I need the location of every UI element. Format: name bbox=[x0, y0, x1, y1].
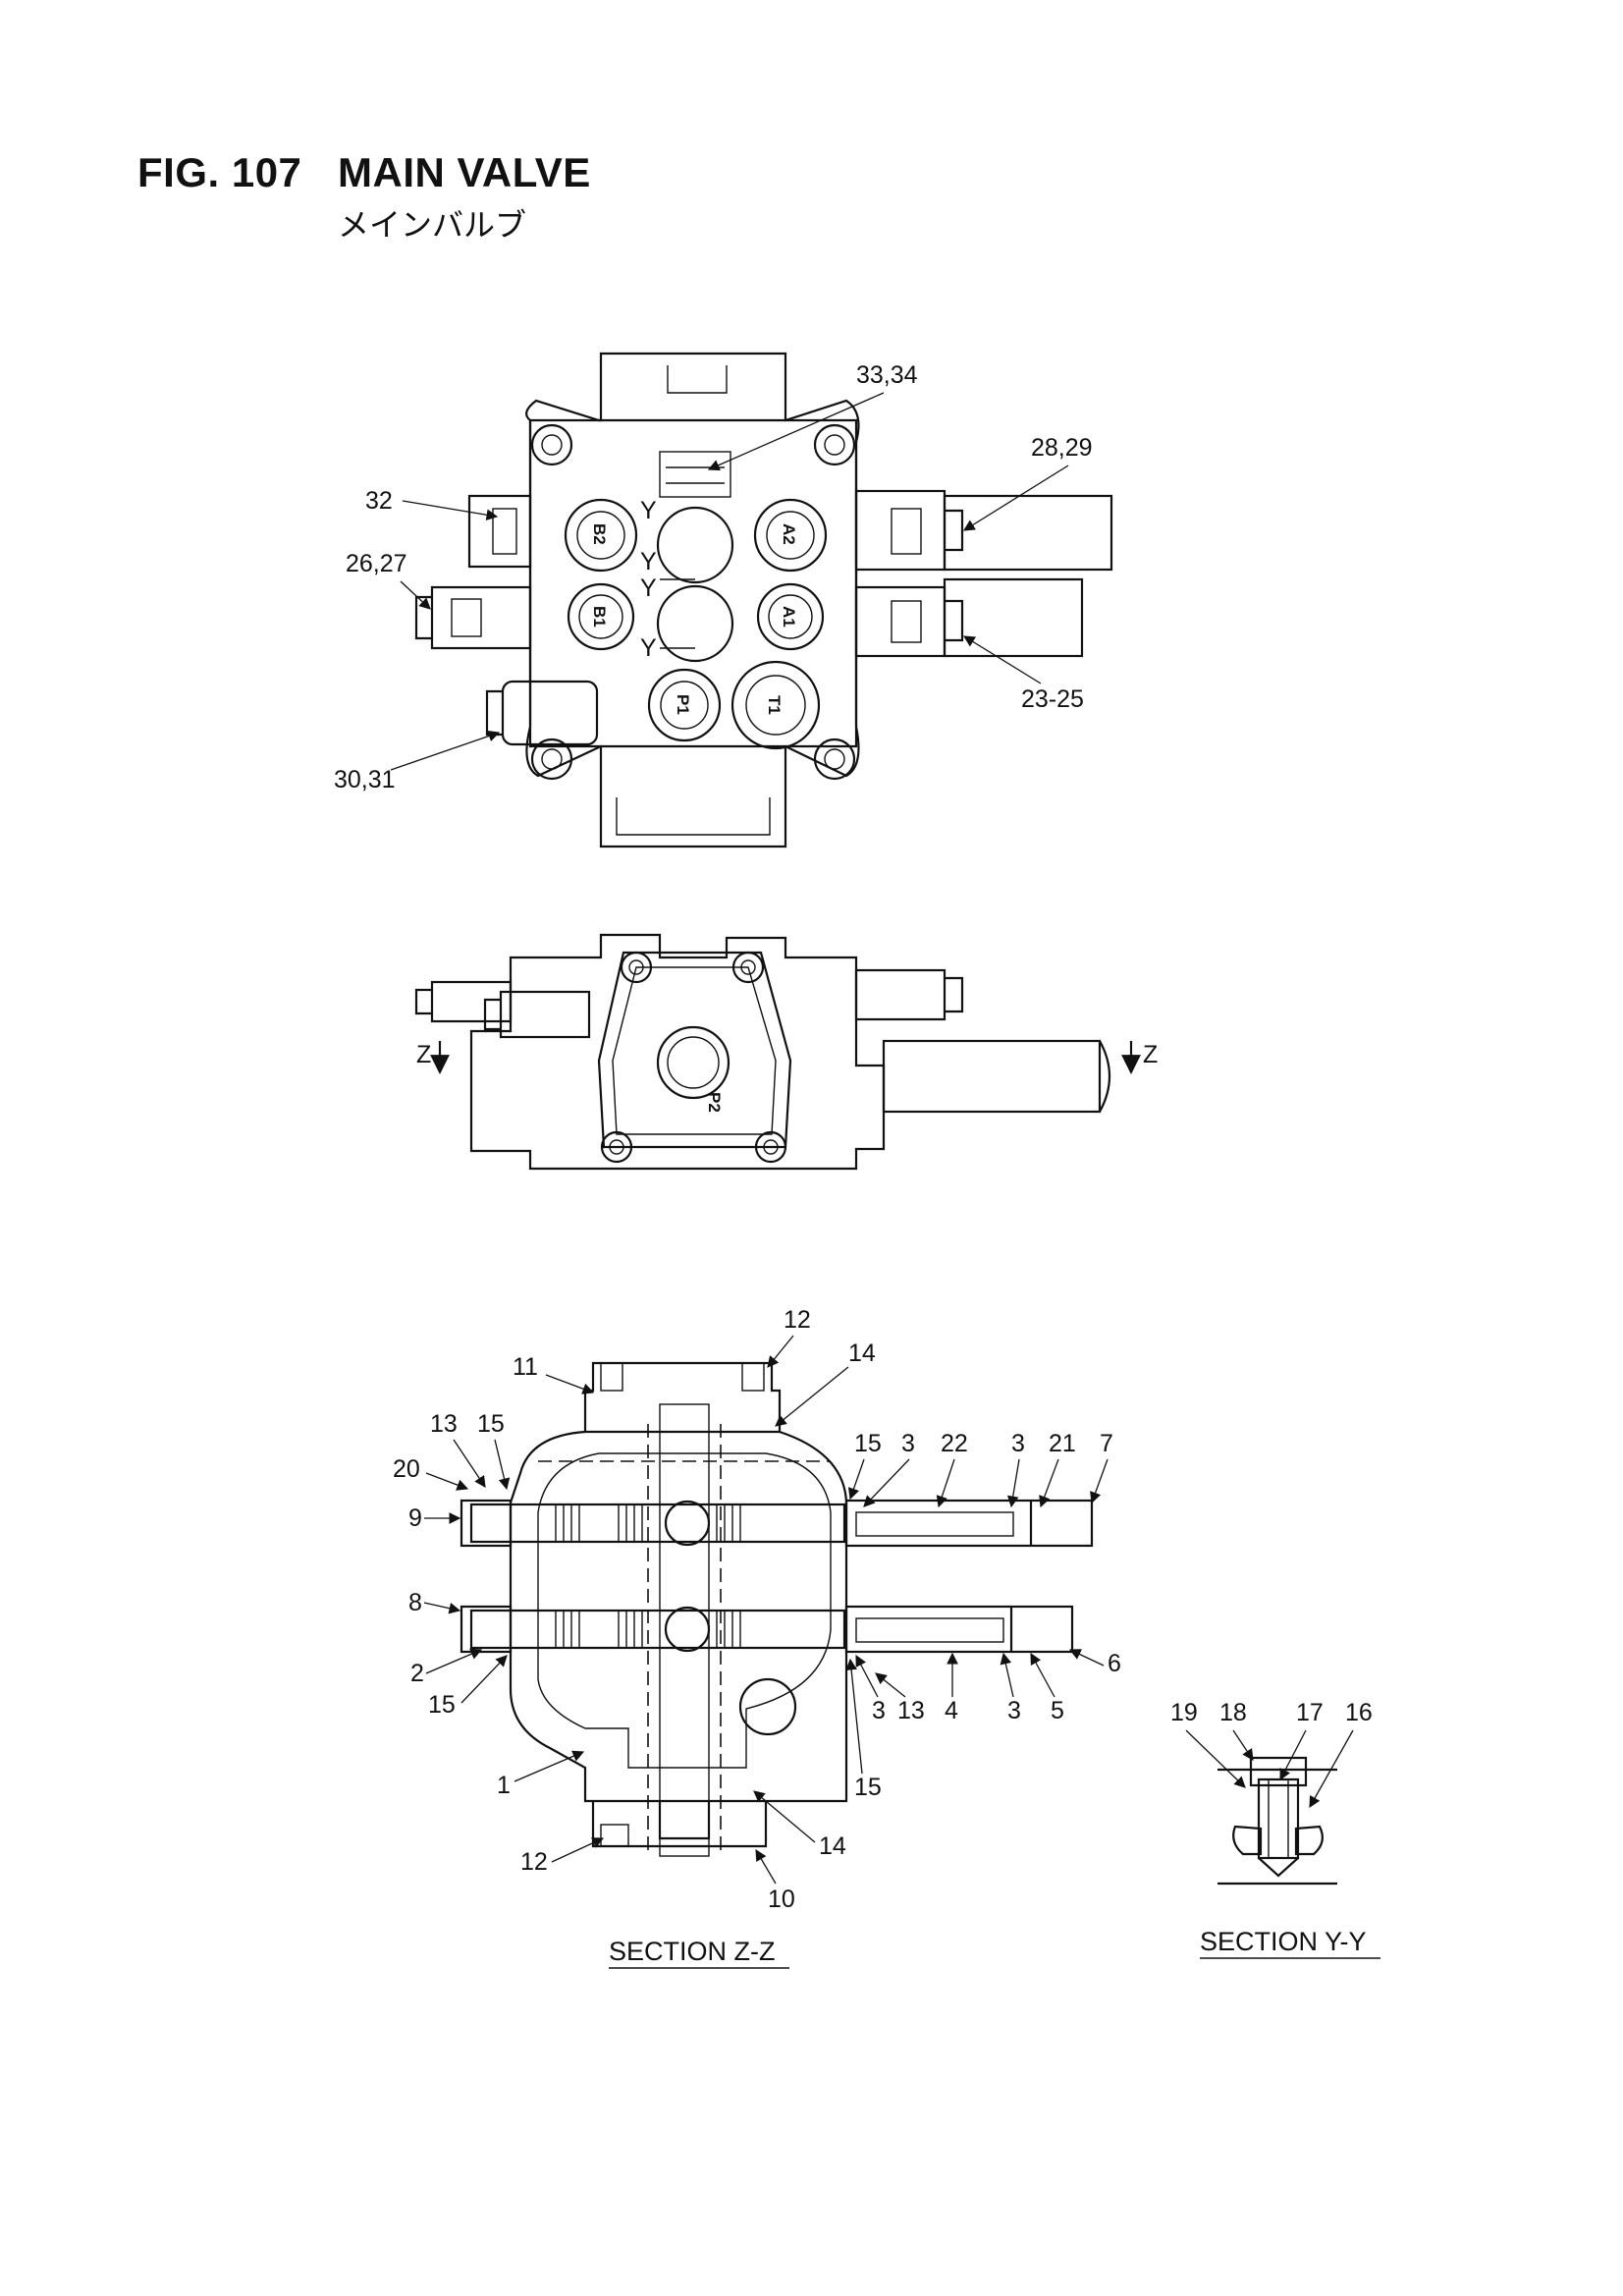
callout-12: 12 bbox=[520, 1848, 548, 1876]
callout-14: 14 bbox=[848, 1339, 876, 1367]
callout-17: 17 bbox=[1296, 1699, 1324, 1726]
callout-28-29: 28,29 bbox=[1031, 434, 1093, 462]
port-p2: P2 bbox=[705, 1092, 724, 1113]
callout-3: 3 bbox=[872, 1697, 886, 1724]
svg-text:B1: B1 bbox=[590, 606, 609, 628]
callout-19: 19 bbox=[1170, 1699, 1198, 1726]
callout-2: 2 bbox=[410, 1660, 424, 1687]
callout-20: 20 bbox=[393, 1455, 420, 1483]
callout-33-34: 33,34 bbox=[856, 361, 918, 389]
callout-11: 11 bbox=[513, 1353, 538, 1381]
section-mark-z-left: Z bbox=[416, 1041, 431, 1068]
top-view: Y Y Y Y B2 A2 B1 A1 P1 T1 bbox=[414, 352, 1113, 848]
section-mark-z-right: Z bbox=[1143, 1041, 1158, 1068]
section-mark-y: Y bbox=[640, 548, 657, 575]
callout-10: 10 bbox=[768, 1886, 795, 1913]
section-y-y-view bbox=[1217, 1756, 1337, 1886]
port-a1: A1 bbox=[756, 582, 825, 651]
top-view-callouts: 33,34 28,29 32 26,27 23-25 30,31 bbox=[334, 361, 1093, 793]
section-y-y-title: SECTION Y-Y bbox=[1200, 1927, 1367, 1956]
callout-9: 9 bbox=[408, 1504, 422, 1532]
svg-text:B2: B2 bbox=[590, 523, 609, 545]
figure-subtitle-japanese: メインバルブ bbox=[338, 206, 527, 244]
callout-3: 3 bbox=[901, 1430, 915, 1457]
callout-23-25: 23-25 bbox=[1021, 685, 1084, 713]
port-b1: B1 bbox=[567, 582, 635, 651]
callout-7: 7 bbox=[1100, 1430, 1113, 1457]
callout-6: 6 bbox=[1108, 1650, 1121, 1677]
callout-13: 13 bbox=[897, 1697, 925, 1724]
figure-number: FIG. 107 bbox=[137, 149, 302, 195]
port-b2: B2 bbox=[564, 498, 638, 573]
callout-14: 14 bbox=[819, 1832, 846, 1860]
callout-22: 22 bbox=[941, 1430, 968, 1457]
port-p1: P1 bbox=[647, 668, 722, 742]
callout-15: 15 bbox=[854, 1774, 882, 1801]
section-z-z-callouts: 12 11 14 13 15 15 3 22 3 21 7 20 9 8 2 1… bbox=[393, 1306, 1121, 1913]
port-a2: A2 bbox=[753, 498, 828, 573]
callout-4: 4 bbox=[945, 1697, 958, 1724]
callout-15: 15 bbox=[854, 1430, 882, 1457]
callout-8: 8 bbox=[408, 1589, 422, 1616]
callout-21: 21 bbox=[1049, 1430, 1076, 1457]
callout-15: 15 bbox=[428, 1691, 456, 1719]
svg-text:A2: A2 bbox=[780, 523, 798, 545]
callout-12: 12 bbox=[784, 1306, 811, 1334]
svg-text:T1: T1 bbox=[765, 695, 784, 715]
section-z-z-title: SECTION Z-Z bbox=[609, 1937, 776, 1966]
callout-13: 13 bbox=[430, 1410, 458, 1438]
callout-30-31: 30,31 bbox=[334, 766, 396, 793]
section-mark-y: Y bbox=[640, 497, 657, 524]
callout-16: 16 bbox=[1345, 1699, 1373, 1726]
callout-3: 3 bbox=[1011, 1430, 1025, 1457]
section-mark-y: Y bbox=[640, 574, 657, 602]
callout-18: 18 bbox=[1219, 1699, 1247, 1726]
front-view: P2 Z Z bbox=[414, 933, 1158, 1171]
svg-text:P1: P1 bbox=[674, 694, 692, 715]
svg-text:A1: A1 bbox=[780, 606, 798, 628]
section-y-y-callouts: 19 18 17 16 bbox=[1170, 1699, 1373, 1809]
callout-5: 5 bbox=[1051, 1697, 1064, 1724]
figure-title: MAIN VALVE bbox=[338, 149, 591, 195]
callout-1: 1 bbox=[497, 1772, 511, 1799]
callout-32: 32 bbox=[365, 487, 393, 515]
callout-15: 15 bbox=[477, 1410, 505, 1438]
section-z-z-view bbox=[460, 1361, 1094, 1857]
section-mark-y: Y bbox=[640, 634, 657, 662]
callout-26-27: 26,27 bbox=[346, 550, 407, 577]
callout-3: 3 bbox=[1007, 1697, 1021, 1724]
port-t1: T1 bbox=[730, 660, 821, 750]
